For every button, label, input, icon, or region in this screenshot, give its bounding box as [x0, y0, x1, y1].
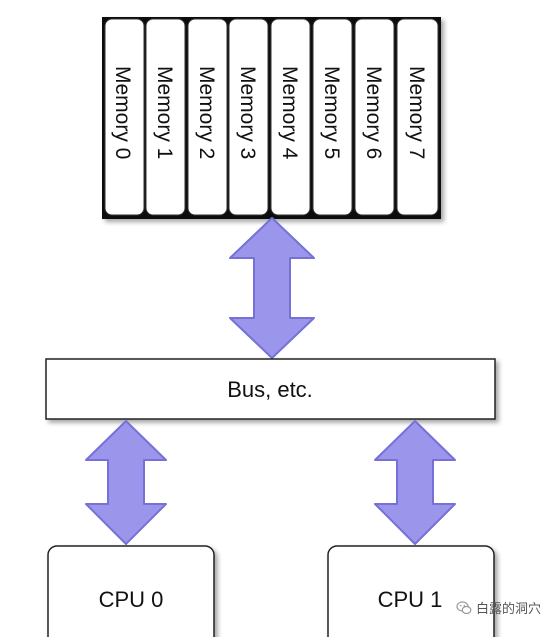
memory-block: Memory 0 Memory 1 Memory 2 Memory 3 Memo… [102, 17, 441, 219]
memory-bank-cell [228, 18, 269, 216]
cpu0-label: CPU 0 [99, 587, 164, 612]
cpu1-box-frame [327, 545, 495, 637]
memory-bank-cell [270, 18, 311, 216]
memory-bank-4: Memory 4 [270, 18, 311, 216]
memory-bank-5: Memory 5 [312, 18, 353, 216]
bus-box: Bus, etc. [45, 358, 496, 420]
cpu1-label: CPU 1 [378, 587, 443, 612]
watermark: 白露的洞穴 [456, 598, 541, 617]
memory-bank-cell [312, 18, 353, 216]
memory-bank-label: Memory 3 [236, 66, 259, 159]
memory-bank-cell [354, 18, 395, 216]
memory-bank-cell [104, 18, 145, 216]
bus-cpu0-arrow [85, 420, 167, 545]
cpu0-box: CPU 0 [47, 545, 215, 637]
memory-bank-6: Memory 6 [354, 18, 395, 216]
memory-bus-arrow [229, 217, 315, 359]
cpu0-box-frame [47, 545, 215, 637]
memory-bank-label: Memory 5 [320, 66, 343, 159]
memory-bank-label: Memory 0 [111, 66, 134, 159]
memory-bank-cell [187, 18, 228, 216]
memory-bank-label: Memory 6 [362, 66, 385, 159]
memory-bank-3: Memory 3 [228, 18, 269, 216]
memory-bank-7: Memory 7 [396, 18, 439, 216]
memory-bank-label: Memory 7 [405, 66, 428, 159]
memory-bank-label: Memory 2 [195, 66, 218, 159]
wechat-icon [456, 600, 472, 614]
bus-box-frame [45, 358, 496, 420]
cpu1-box: CPU 1 [327, 545, 495, 637]
memory-bank-1: Memory 1 [145, 18, 186, 216]
memory-bank-cell [396, 18, 439, 216]
memory-bank-0: Memory 0 [104, 18, 145, 216]
bus-cpu1-arrow [374, 420, 456, 545]
watermark-text: 白露的洞穴 [475, 602, 541, 617]
memory-bank-cell [145, 18, 186, 216]
memory-bank-2: Memory 2 [187, 18, 228, 216]
memory-bank-label: Memory 1 [153, 66, 176, 159]
memory-bank-label: Memory 4 [278, 66, 301, 160]
bus-label: Bus, etc. [227, 377, 313, 402]
